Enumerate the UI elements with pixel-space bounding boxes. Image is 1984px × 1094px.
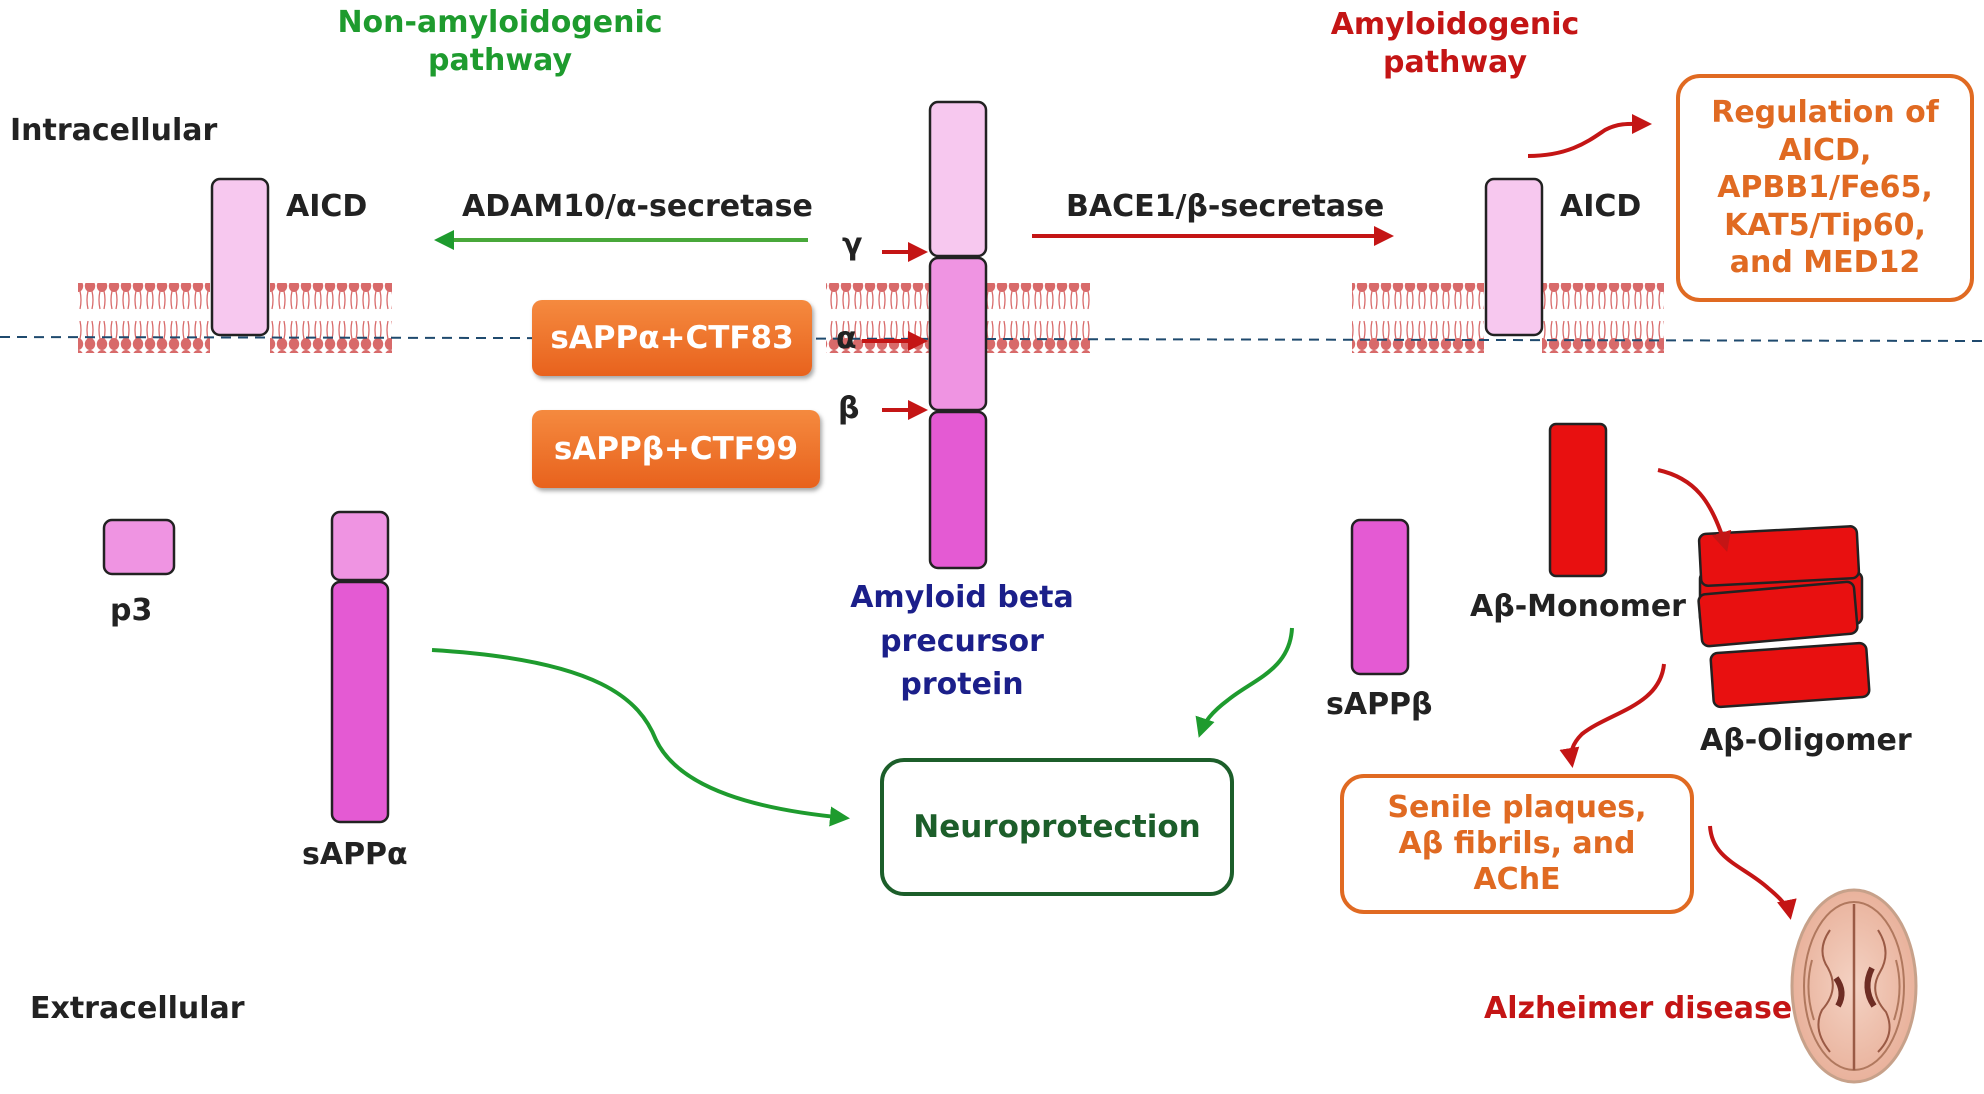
beta-site-label: β bbox=[838, 391, 860, 426]
abeta-monomer-block bbox=[1548, 422, 1608, 578]
amyloidogenic-pathway-title: Amyloidogenic pathway bbox=[1300, 6, 1610, 81]
regulation-line-1: Regulation of bbox=[1711, 95, 1939, 131]
brain-icon bbox=[1790, 888, 1918, 1084]
app-label: Amyloid beta precursor protein bbox=[822, 576, 1102, 707]
abeta-oligomer-stack bbox=[1697, 525, 1871, 709]
neuroprotection-box: Neuroprotection bbox=[880, 758, 1234, 896]
regulation-box: Regulation of AICD, APBB1/Fe65, KAT5/Tip… bbox=[1676, 74, 1974, 302]
non-amyloidogenic-pathway-title: Non-amyloidogenic pathway bbox=[330, 4, 670, 79]
membrane-right bbox=[1352, 283, 1664, 353]
aicd-right-fragment bbox=[1484, 177, 1544, 337]
sappb-ctf99-pill: sAPPβ+CTF99 bbox=[532, 410, 820, 488]
membrane-left bbox=[78, 283, 392, 353]
regulation-line-5: and MED12 bbox=[1729, 245, 1921, 281]
non-amyloidogenic-line-2: pathway bbox=[427, 42, 572, 78]
membrane-boundary-line bbox=[0, 336, 1984, 342]
app-label-line-1: Amyloid beta bbox=[850, 580, 1074, 615]
aicd-regulation-arrow bbox=[1527, 113, 1652, 158]
app-protein bbox=[928, 100, 988, 570]
sappa-fragment bbox=[330, 510, 390, 824]
p3-label: p3 bbox=[110, 593, 153, 628]
regulation-line-2: AICD, bbox=[1778, 132, 1872, 168]
amyloidogenic-line-2: pathway bbox=[1382, 44, 1527, 80]
gamma-site-label: γ bbox=[842, 227, 863, 262]
plaques-line-2: Aβ fibrils, and bbox=[1398, 826, 1636, 861]
regulation-line-3: APBB1/Fe65, bbox=[1717, 170, 1933, 206]
sappa-to-neuroprotection-arrow bbox=[431, 648, 850, 827]
aicd-right-label: AICD bbox=[1560, 189, 1642, 224]
plaques-line-3: AChE bbox=[1473, 862, 1561, 897]
sappb-fragment bbox=[1350, 518, 1410, 676]
alpha-secretase-label: ADAM10/α-secretase bbox=[462, 189, 813, 224]
plaques-line-1: Senile plaques, bbox=[1387, 790, 1647, 825]
app-label-line-2: precursor bbox=[880, 623, 1044, 659]
non-amyloidogenic-line-1: Non-amyloidogenic bbox=[337, 5, 663, 40]
oligomer-to-plaques-arrow bbox=[1559, 663, 1666, 768]
p3-fragment bbox=[102, 518, 176, 576]
abeta-monomer-label: Aβ-Monomer bbox=[1470, 589, 1686, 624]
extracellular-label: Extracellular bbox=[30, 991, 245, 1026]
sappa-ctf83-pill: sAPPα+CTF83 bbox=[532, 300, 812, 376]
plaques-to-alzheimer-arrow bbox=[1708, 825, 1797, 920]
aicd-left-fragment bbox=[210, 177, 270, 337]
sappb-label: sAPPβ bbox=[1326, 687, 1433, 722]
app-label-line-3: protein bbox=[900, 667, 1024, 702]
sappa-label: sAPPα bbox=[302, 837, 408, 872]
intracellular-label: Intracellular bbox=[10, 113, 218, 148]
sappb-to-neuroprotection-arrow bbox=[1195, 627, 1294, 738]
amyloidogenic-line-1: Amyloidogenic bbox=[1330, 7, 1580, 42]
senile-plaques-box: Senile plaques, Aβ fibrils, and AChE bbox=[1340, 774, 1694, 914]
beta-secretase-label: BACE1/β-secretase bbox=[1066, 189, 1385, 224]
cleavage-arrows bbox=[862, 242, 928, 420]
abeta-oligomer-label: Aβ-Oligomer bbox=[1700, 723, 1912, 758]
regulation-line-4: KAT5/Tip60, bbox=[1724, 207, 1926, 243]
monomer-to-oligomer-arrow bbox=[1657, 468, 1732, 552]
aicd-left-label: AICD bbox=[286, 189, 368, 224]
alzheimer-disease-label: Alzheimer disease bbox=[1484, 991, 1793, 1026]
alpha-site-label: α bbox=[836, 321, 857, 356]
